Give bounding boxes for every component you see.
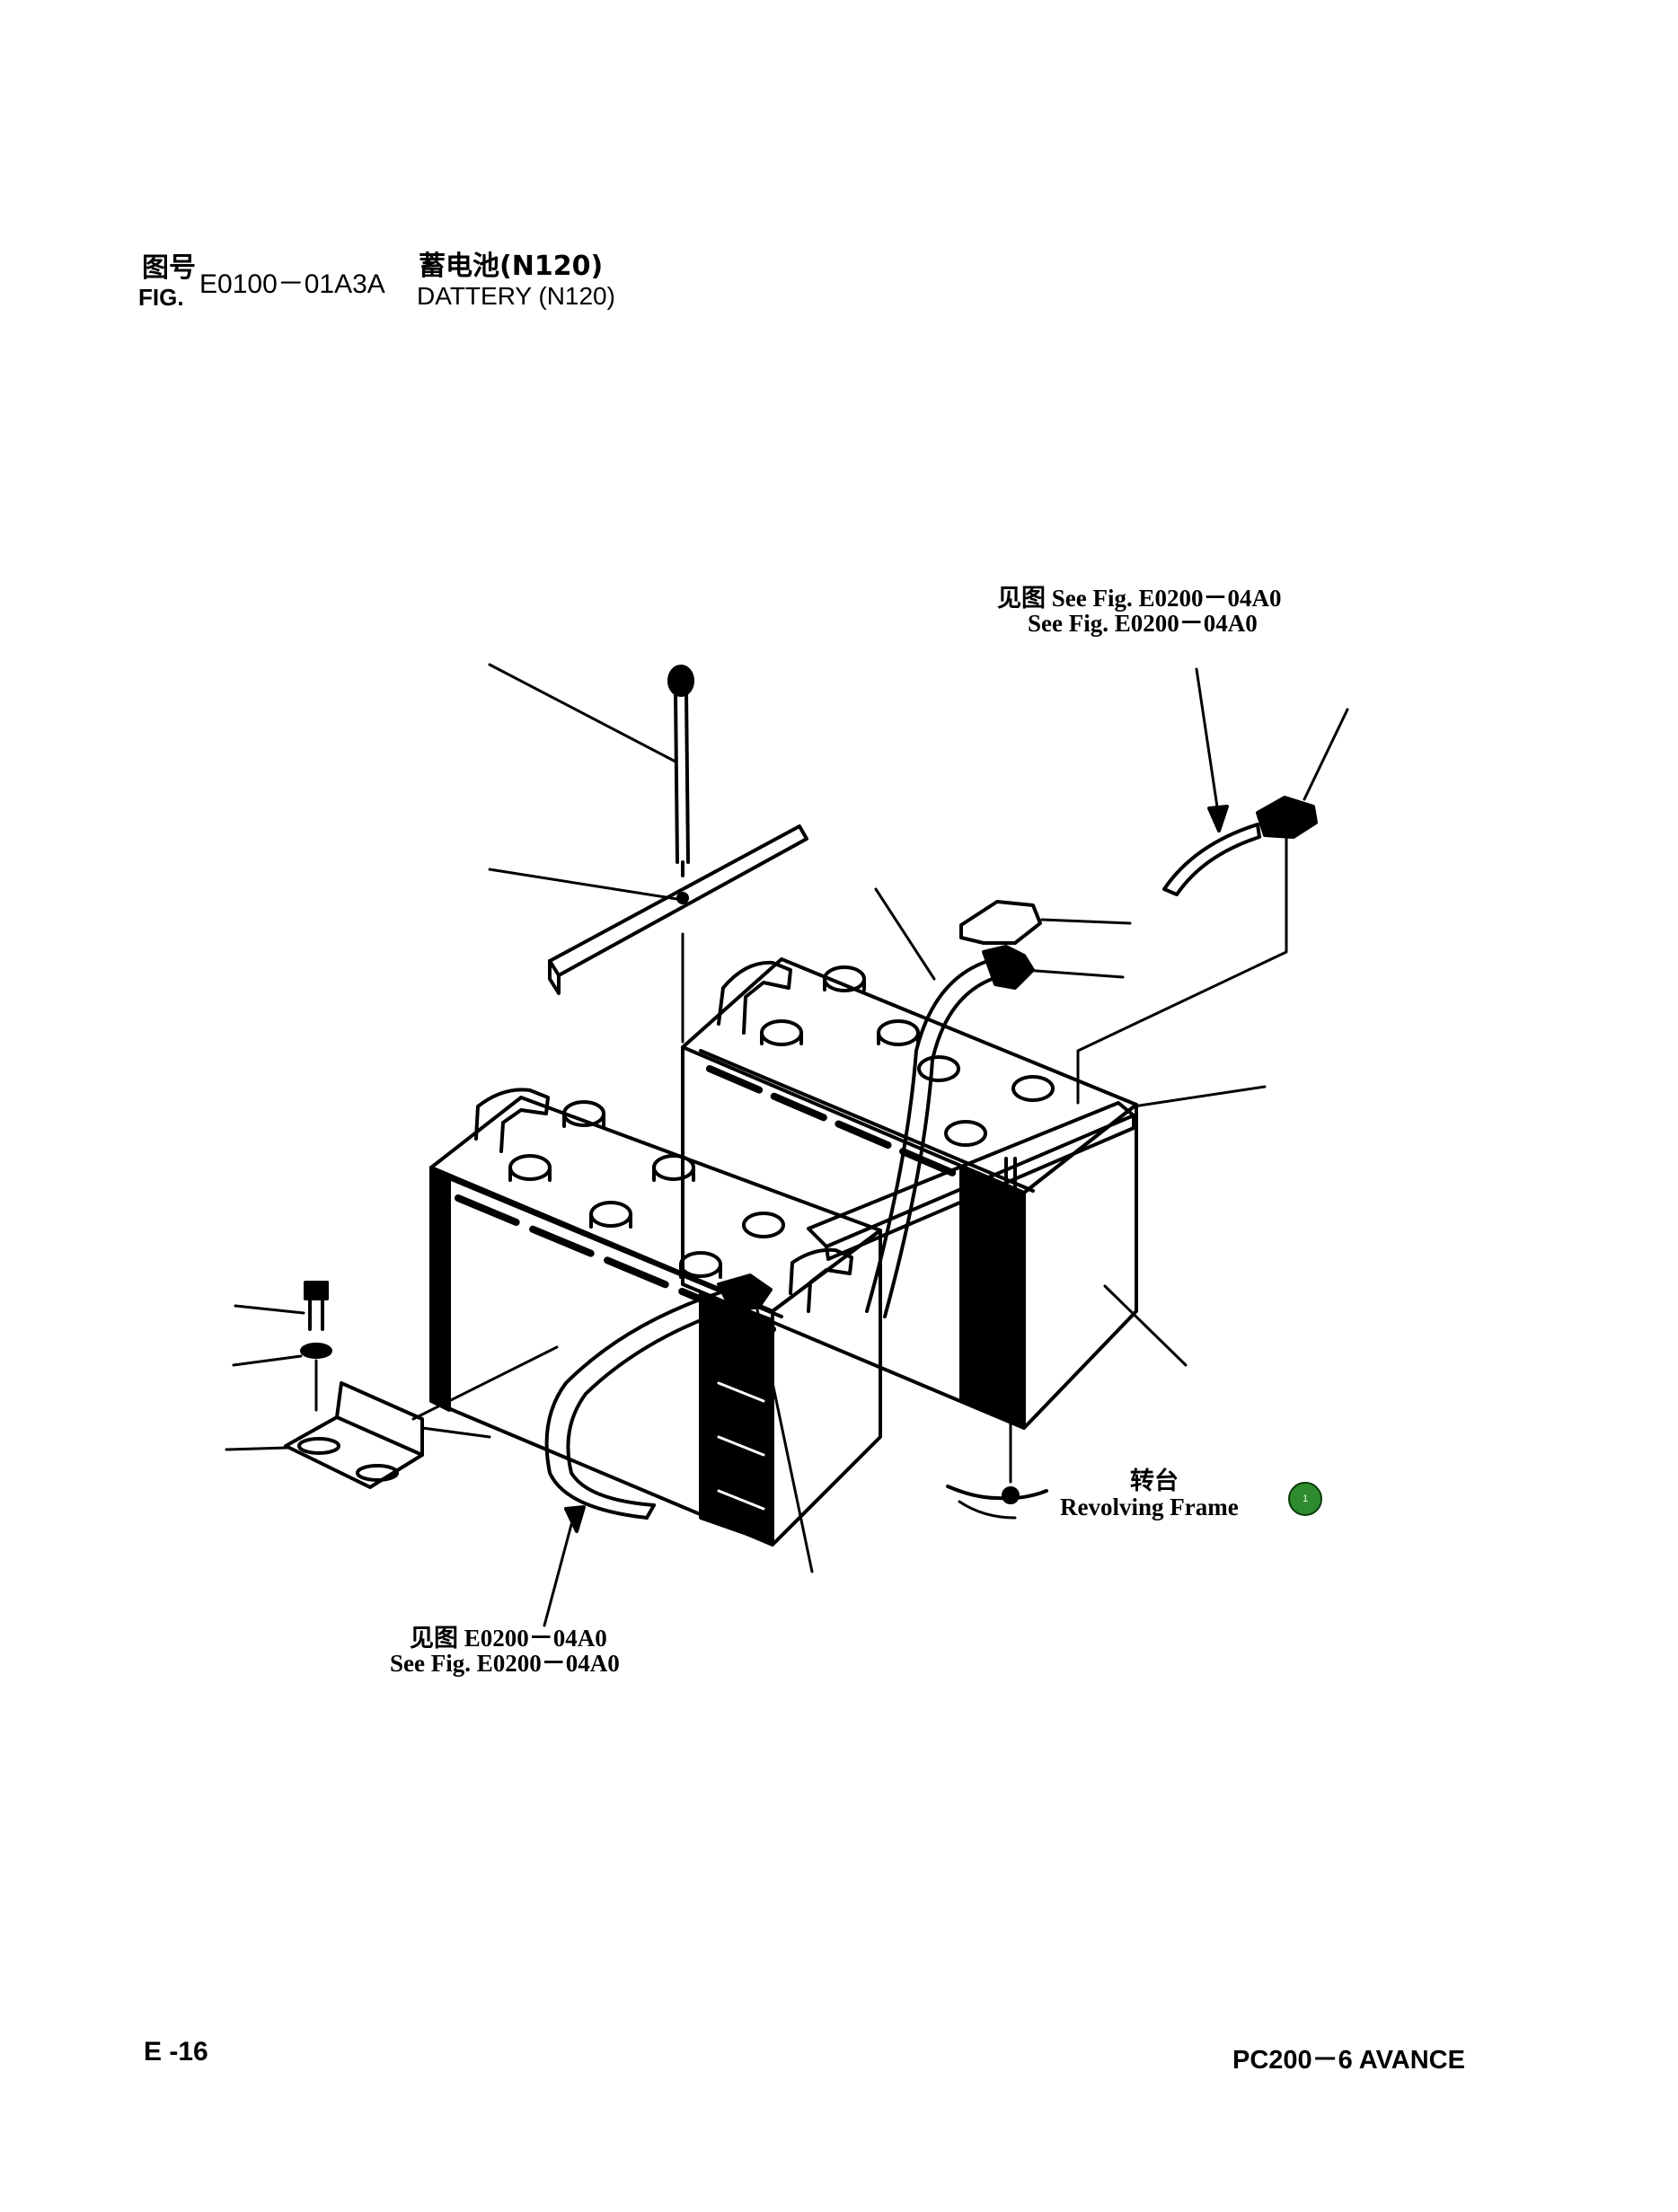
revolving-frame-callout: 转台 Revolving Frame [1060,1467,1239,1521]
long-rod [1002,1157,1020,1504]
top-ref-line2: See Fig. E0200－04A0 [1028,610,1258,638]
bottom-ref-line2: See Fig. E0200－04A0 [390,1650,620,1678]
battery-front [429,1088,882,1547]
negative-cable [543,1273,814,1627]
frame-label-en: Revolving Frame [1060,1494,1239,1521]
fig-label-en: FIG. [138,284,184,311]
fig-number: E0100－01A3A [199,269,385,299]
part-marker-1[interactable]: 1 [1288,1482,1322,1516]
top-ref-line1: 见图 See Fig. E0200－04A0 [997,585,1282,612]
top-right-cable [1076,667,1349,1105]
title-cn: 蓄电池(N120) [419,251,604,282]
model-name: PC200－6 AVANCE [1232,2046,1465,2075]
washer [232,1343,332,1367]
title-en: DATTERY (N120) [417,282,615,310]
top-reference-callout: 见图 See Fig. E0200－04A0 See Fig. E0200－04… [997,586,1282,637]
mounting-bracket [225,1345,559,1489]
battery-rear [681,957,1138,1430]
hold-down-bar [488,824,808,1044]
small-bolt [234,1281,329,1331]
terminal-cover [959,900,1132,945]
tie-bar [807,1085,1267,1261]
hold-down-bolt [488,663,694,877]
bottom-ref-line1: 见图 E0200－04A0 [410,1625,607,1652]
fig-label-cn: 图号 [142,252,196,284]
frame-label-cn: 转台 [1130,1467,1179,1495]
page-number: E -16 [144,2037,208,2067]
bottom-reference-callout: 见图 E0200－04A0 See Fig. E0200－04A0 [390,1626,620,1677]
positive-cable [865,887,1125,1318]
revolving-frame-symbol [946,1485,1048,1520]
